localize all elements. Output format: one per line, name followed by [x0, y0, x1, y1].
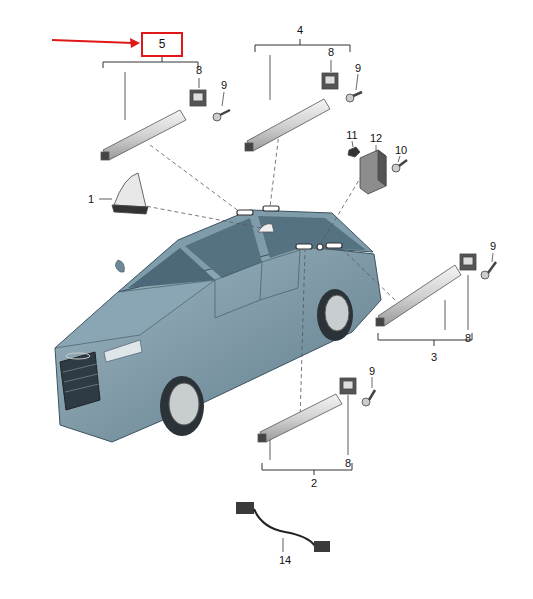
callout-number: 8 [196, 65, 202, 76]
dashed-leaders [140, 125, 395, 420]
cable-part [236, 502, 330, 552]
callout-number: 9 [490, 241, 496, 252]
callout-number: 10 [395, 145, 407, 156]
callout-number: 9 [355, 63, 361, 74]
callout-number: 12 [370, 133, 382, 144]
roof-antenna-part [112, 173, 148, 214]
callout-number: 3 [431, 352, 437, 363]
callout-number: 8 [328, 47, 334, 58]
callout-number: 5 [159, 38, 166, 50]
callout-number: 1 [88, 194, 94, 205]
clips-and-screws [190, 73, 496, 406]
antenna-modules [101, 99, 461, 442]
pointer-arrow [52, 38, 140, 48]
car-body [55, 206, 381, 442]
callout-number: 14 [279, 555, 291, 566]
callout-box: 5 [141, 32, 183, 57]
callout-number: 4 [297, 25, 303, 36]
amplifier-part [348, 141, 386, 194]
callout-number: 8 [345, 458, 351, 469]
callout-number: 9 [369, 366, 375, 377]
callout-number: 2 [311, 478, 317, 489]
callout-number: 9 [221, 80, 227, 91]
callout-number: 11 [346, 130, 357, 141]
callout-number: 8 [465, 333, 471, 344]
